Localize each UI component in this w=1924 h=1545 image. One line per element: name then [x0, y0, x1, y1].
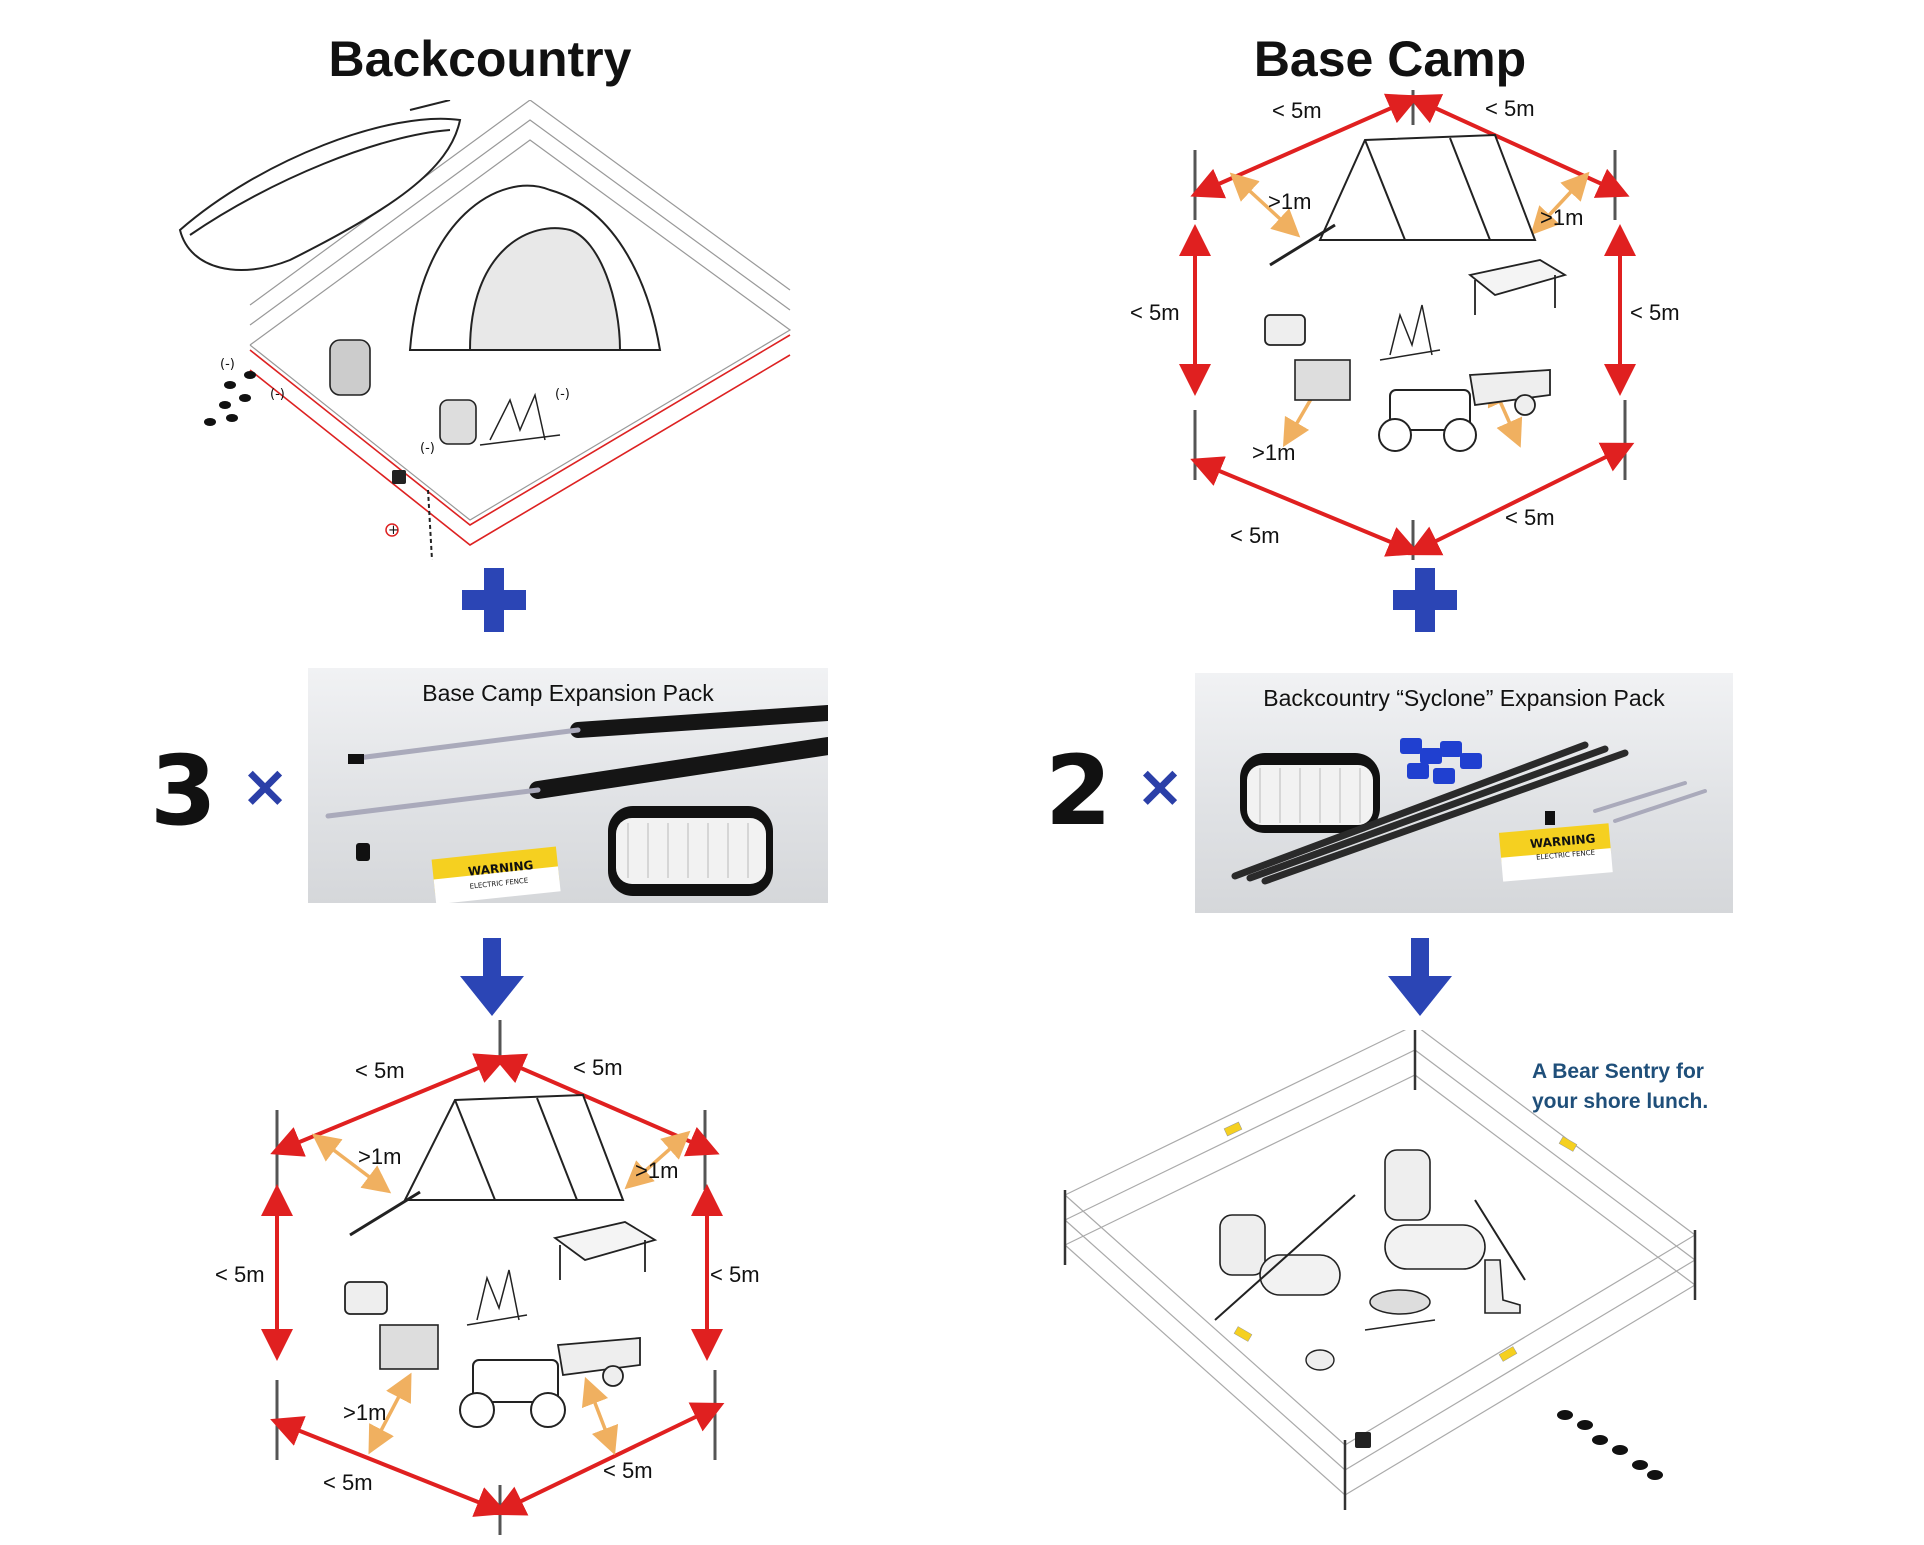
- dim-label: < 5m: [1130, 300, 1180, 325]
- dim-label: < 5m: [323, 1470, 373, 1495]
- pack-title: Base Camp Expansion Pack: [422, 680, 714, 706]
- fence-posts: [1063, 1030, 1697, 1510]
- post-cap-icon: [348, 754, 364, 764]
- trailer-icon: [556, 1337, 641, 1387]
- cooking-fish-icon: [1364, 1289, 1436, 1331]
- clearance-arrows: [311, 1130, 691, 1456]
- energizer-icon: [392, 470, 406, 484]
- plus-sign-right: [1393, 568, 1457, 632]
- fiberglass-poles-icon: [1231, 741, 1629, 885]
- warning-text: WARNING: [1529, 831, 1596, 851]
- crate-icon: [379, 1324, 439, 1370]
- crate-icon: [1294, 359, 1351, 401]
- atv-icon: [1378, 389, 1477, 452]
- a-frame-tent-icon: [403, 1093, 625, 1201]
- insulator-icon: [356, 843, 370, 861]
- dim-label: < 5m: [355, 1058, 405, 1083]
- minus-label-1: (-): [220, 357, 235, 372]
- fence-wires: [1064, 1030, 1697, 1496]
- rifle-icon: [1269, 223, 1336, 267]
- backpack-icon: [329, 339, 371, 396]
- clearance-label: >1m: [358, 1144, 401, 1169]
- base-camp-hexagon-diagram: < 5m < 5m < 5m < 5m < 5m < 5m >1m >1m >1…: [1130, 90, 1680, 560]
- table-icon: [552, 1221, 658, 1280]
- multiplier-right: 2×: [1045, 735, 1184, 847]
- a-frame-tent-icon: [1318, 133, 1537, 241]
- multiplier-count: 3: [150, 735, 217, 847]
- pack-title: Backcountry “Syclone” Expansion Pack: [1263, 685, 1665, 711]
- clearance-label: >1m: [1252, 440, 1295, 465]
- insulators-icon: [1400, 738, 1482, 784]
- energizer-icon: [1355, 1432, 1371, 1448]
- multiply-symbol: ×: [240, 752, 290, 820]
- wire-reel-icon: [608, 806, 773, 896]
- log-icon: [1259, 1224, 1486, 1296]
- fence-wires: [249, 100, 792, 521]
- minus-label-2: (-): [270, 387, 285, 402]
- campfire-icon: [466, 1269, 528, 1326]
- canoe-icon: [178, 100, 462, 271]
- multiplier-left: 3×: [150, 735, 289, 847]
- expanded-base-camp-hexagon-diagram: < 5m < 5m < 5m < 5m < 5m < 5m >1m >1m >1…: [215, 1020, 760, 1535]
- down-arrow-right: [1388, 938, 1452, 1016]
- dome-tent-icon: [408, 184, 662, 351]
- base-camp-expansion-pack-photo: Base Camp Expansion Pack WARNING E: [308, 668, 828, 903]
- dim-label: < 5m: [1272, 98, 1322, 123]
- base-camp-title: Base Camp: [1253, 31, 1527, 87]
- dim-label: < 5m: [215, 1262, 265, 1287]
- down-arrow-left: [460, 938, 524, 1016]
- dim-label: < 5m: [573, 1055, 623, 1080]
- gloves-icon: [1305, 1349, 1335, 1371]
- campfire-icon: [479, 392, 561, 446]
- tagline-line-2: your shore lunch.: [1532, 1090, 1709, 1113]
- cooler-icon: [1264, 314, 1306, 346]
- atv-icon: [459, 1359, 566, 1428]
- warning-sign-icon: WARNING ELECTRIC FENCE: [431, 846, 561, 903]
- shore-lunch-fence-illustration: [1063, 1030, 1697, 1510]
- campfire-icon: [1379, 304, 1441, 361]
- dim-label: < 5m: [1630, 300, 1680, 325]
- bear-tracks-icon: [204, 371, 256, 426]
- minus-label-3: (-): [555, 387, 570, 402]
- table-icon: [1467, 259, 1568, 315]
- boot-icon: [1484, 1259, 1521, 1314]
- backcountry-title: Backcountry: [328, 31, 632, 87]
- multiplier-count: 2: [1045, 735, 1112, 847]
- dim-label: < 5m: [1230, 523, 1280, 548]
- steel-stake-icon: [325, 727, 581, 819]
- steel-stake-icon: [1593, 781, 1707, 823]
- multiply-symbol: ×: [1135, 752, 1185, 820]
- plus-sign-left: [462, 568, 526, 632]
- tagline-line-1: A Bear Sentry for: [1532, 1060, 1704, 1083]
- cooler-icon: [344, 1281, 388, 1315]
- fence-post-icon: [529, 705, 828, 799]
- warning-tag-icons: [1223, 1121, 1578, 1362]
- post-cap-icon: [1545, 811, 1555, 825]
- backcountry-syclone-expansion-pack-photo: Backcountry “Syclone” Expansion Pack: [1195, 673, 1733, 913]
- clearance-label: >1m: [1268, 189, 1311, 214]
- clearance-label: >1m: [635, 1158, 678, 1183]
- bear-tracks-icon: [1557, 1410, 1663, 1480]
- dim-label: < 5m: [1505, 505, 1555, 530]
- warning-sign-icon: WARNING ELECTRIC FENCE: [1498, 823, 1613, 882]
- warning-text: WARNING: [467, 858, 534, 879]
- shore-lunch-tagline: A Bear Sentry for your shore lunch.: [1532, 1057, 1708, 1117]
- clearance-label: >1m: [343, 1400, 386, 1425]
- trailer-icon: [1468, 369, 1551, 416]
- minus-label-4: (-): [420, 441, 435, 456]
- dim-label: < 5m: [1485, 96, 1535, 121]
- fishing-rod-icon: [1214, 1194, 1526, 1321]
- live-wire: [249, 334, 791, 546]
- dim-label: < 5m: [710, 1262, 760, 1287]
- dim-label: < 5m: [603, 1458, 653, 1483]
- plus-label: +: [388, 523, 399, 538]
- wire-reel-icon: [1240, 753, 1380, 833]
- plus-terminal: [385, 523, 399, 537]
- rifle-icon: [349, 1190, 421, 1237]
- clearance-label: >1m: [1540, 205, 1583, 230]
- backpack-icon: [1219, 1149, 1431, 1276]
- barrel-icon: [439, 399, 477, 445]
- backcountry-fence-illustration: + (-) (-) (-) (-): [178, 100, 792, 561]
